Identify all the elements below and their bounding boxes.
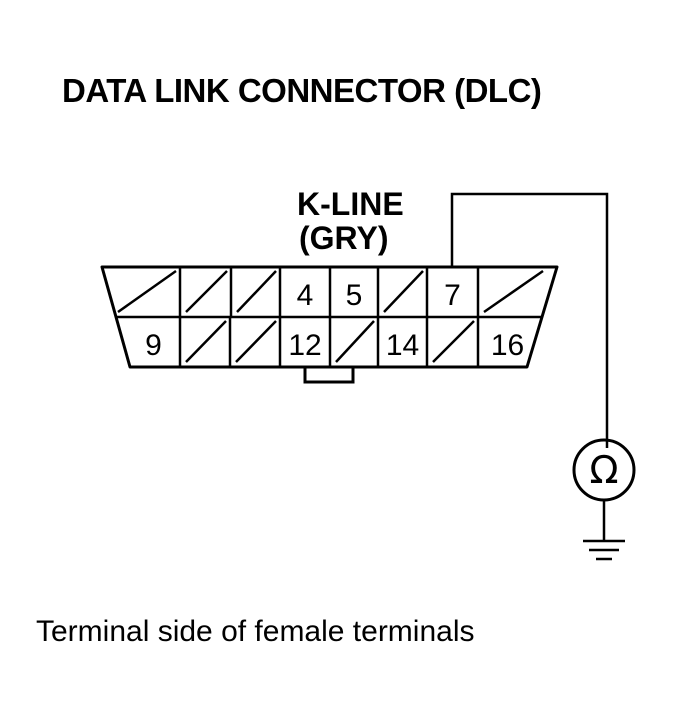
diagram-title: DATA LINK CONNECTOR (DLC) (62, 72, 542, 109)
terminal-number: 14 (386, 329, 419, 362)
blocked-cavity-slash (185, 270, 228, 313)
blocked-cavity-slash (383, 270, 424, 313)
blocked-cavity-slash (432, 320, 475, 363)
ohmmeter-icon: Ω (572, 438, 636, 502)
terminal-number: 5 (346, 279, 363, 312)
blocked-cavity-slash (185, 320, 227, 363)
blocked-cavity-slash (117, 269, 177, 314)
connector-outline (100, 265, 559, 369)
wire-color-label: (GRY) (299, 220, 389, 256)
blocked-cavity-slash (483, 269, 544, 314)
terminal-number: 16 (491, 329, 524, 362)
ground-icon (583, 500, 625, 561)
terminal-number: 12 (288, 329, 321, 362)
k-line-label: K-LINE (297, 186, 404, 222)
terminal-number: 7 (444, 279, 461, 312)
blocked-cavity-slash (335, 320, 375, 363)
terminal-number: 4 (297, 279, 314, 312)
ohm-symbol: Ω (589, 448, 618, 492)
blocked-cavity-slash (236, 270, 277, 313)
diagram-caption: Terminal side of female terminals (36, 615, 475, 648)
blocked-cavity-slash (235, 320, 277, 363)
k-line-wire (450, 192, 609, 448)
terminal-number: 9 (145, 329, 162, 362)
connector-key-tab (303, 367, 355, 384)
